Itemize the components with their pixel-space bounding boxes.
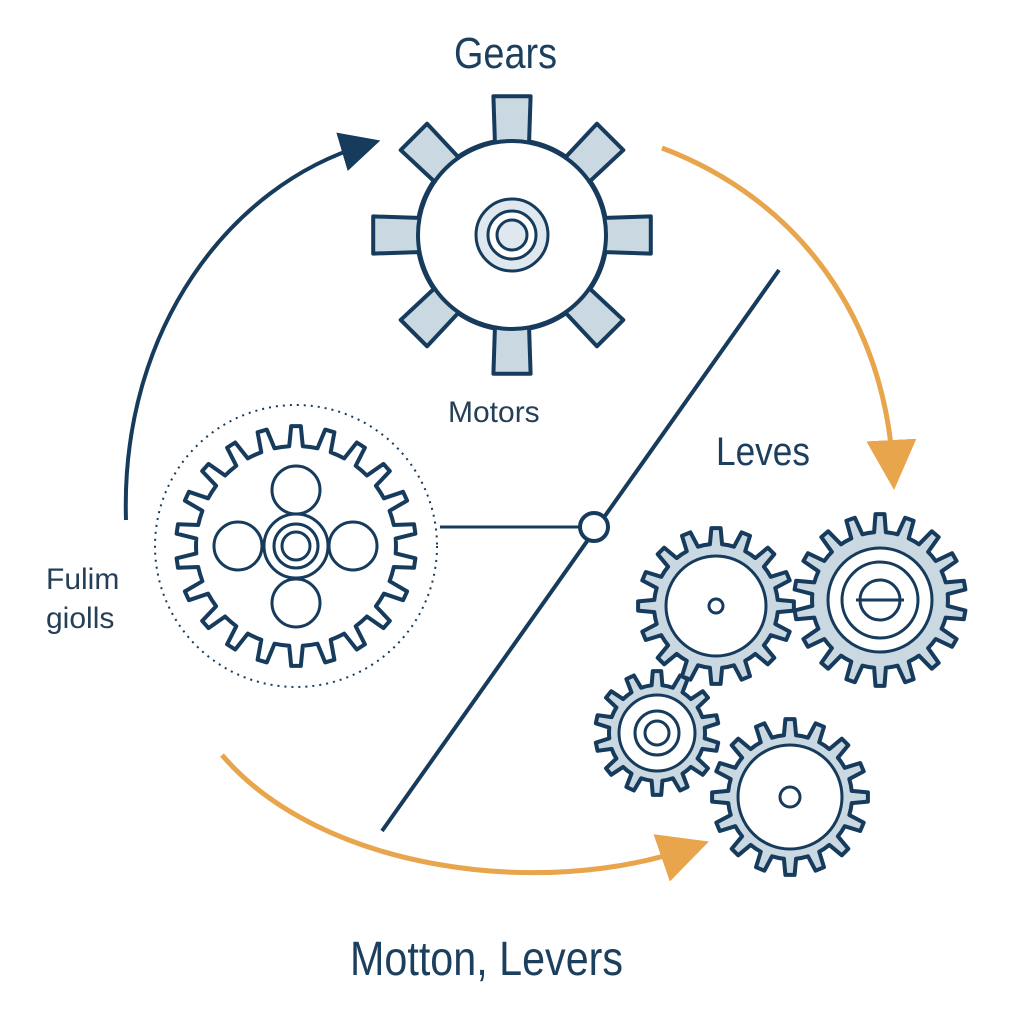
label-fulcrum-line2: giolls xyxy=(46,602,115,635)
title-gears: Gears xyxy=(454,29,558,78)
large-gear-axle xyxy=(495,218,529,252)
cycle-arrow-right xyxy=(661,145,917,490)
title-motion-levers: Motton, Levers xyxy=(350,933,624,986)
gear-cluster-icon xyxy=(593,512,968,877)
cluster-gear-3 xyxy=(593,669,721,797)
label-fulcrum: Fulim giolls xyxy=(46,560,166,638)
lever-icon xyxy=(380,268,781,833)
cluster-gear-4 xyxy=(710,717,870,877)
large-gear-icon xyxy=(371,94,653,376)
label-leves: Leves xyxy=(716,430,810,474)
cluster-gear-1 xyxy=(636,526,796,686)
cycle-arrow-left xyxy=(123,132,381,521)
label-motors: Motors xyxy=(448,396,540,429)
toothed-wheel-icon xyxy=(154,404,438,688)
label-fulcrum-line1: Fulim xyxy=(46,563,120,596)
fulcrum-icon xyxy=(578,511,610,543)
cycle-arrow-bottom xyxy=(220,753,709,882)
